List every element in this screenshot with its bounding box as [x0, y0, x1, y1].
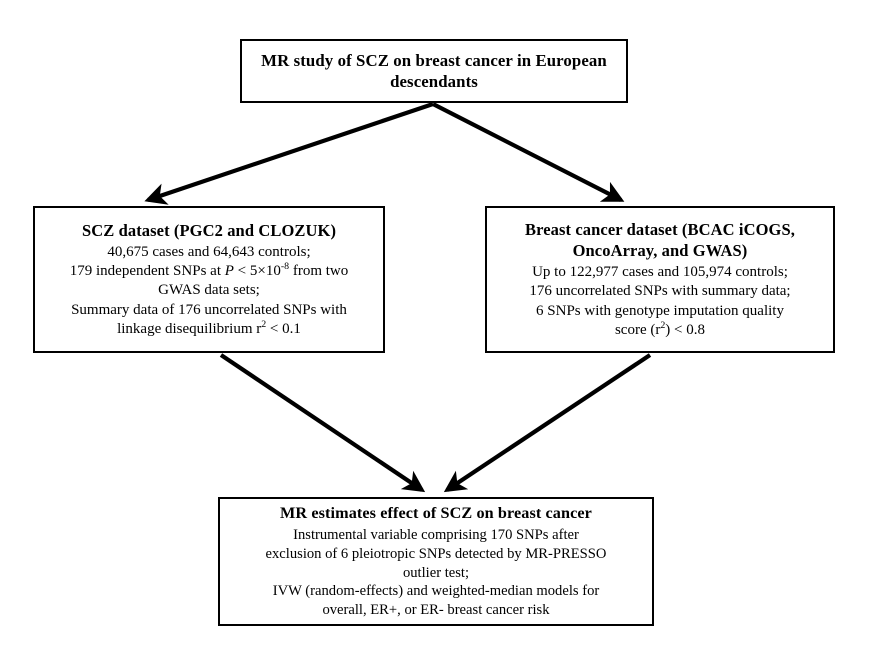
node-left-line-2-a: 179 independent SNPs at — [69, 263, 225, 280]
edge-top-to-left — [144, 102, 434, 205]
node-left-line-5-a: linkage disequilibrium r — [117, 320, 262, 337]
node-scz-dataset: SCZ dataset (PGC2 and CLOZUK) 40,675 cas… — [33, 206, 385, 353]
node-right-title-line-2: OncoArray, and GWAS) — [572, 241, 748, 261]
node-right-line-4-superscript: 2 — [660, 319, 666, 331]
node-top-title-line-2: European descendants — [390, 50, 607, 92]
node-left-line-1: 40,675 cases and 64,643 controls; — [107, 244, 311, 261]
node-left-line-2-superscript: -8 — [280, 261, 290, 273]
node-left-title: SCZ dataset (PGC2 and CLOZUK) — [81, 220, 337, 240]
node-bottom-body: Instrumental variable comprising 170 SNP… — [259, 526, 614, 619]
node-left-line-2: 179 independent SNPs at P < 5×10-8 from … — [70, 262, 349, 281]
edge-left-to-bottom — [219, 353, 426, 493]
node-left-line-5-superscript: 2 — [261, 318, 267, 330]
node-mr-study-overview: MR study of SCZ on breast cancer in Euro… — [240, 39, 628, 103]
edge-top-to-right — [432, 102, 625, 202]
node-right-line-4-b: ) < 0.8 — [665, 321, 706, 338]
node-left-line-3: GWAS data sets; — [158, 282, 260, 299]
node-left-line-5: linkage disequilibrium r2 < 0.1 — [70, 318, 349, 339]
node-mr-estimates: MR estimates effect of SCZ on breast can… — [218, 497, 654, 626]
node-right-body: Up to 122,977 cases and 105,974 controls… — [522, 263, 797, 340]
node-bottom-line-4: IVW (random-effects) and weighted-median… — [272, 583, 600, 600]
node-left-line-4: Summary data of 176 uncorrelated SNPs wi… — [71, 301, 347, 318]
node-left-line-2-italic: P — [224, 263, 234, 280]
node-left-body: 40,675 cases and 64,643 controls; 179 in… — [63, 243, 356, 339]
node-right-title: Breast cancer dataset (BCAC iCOGS, OncoA… — [487, 219, 833, 261]
edge-right-to-bottom — [443, 353, 652, 493]
node-left-line-5-b: < 0.1 — [266, 320, 301, 337]
node-left-line-2-b: < 5×10 — [233, 263, 281, 280]
node-breast-cancer-dataset: Breast cancer dataset (BCAC iCOGS, OncoA… — [485, 206, 835, 353]
node-right-line-4: score (r2) < 0.8 — [529, 319, 790, 340]
node-bottom-line-2: exclusion of 6 pleiotropic SNPs detected… — [265, 545, 607, 562]
node-bottom-line-3: outlier test; — [402, 564, 470, 581]
node-right-line-3: 6 SNPs with genotype imputation quality — [536, 302, 784, 319]
node-top-title: MR study of SCZ on breast cancer in Euro… — [242, 50, 626, 93]
node-right-title-line-1: Breast cancer dataset (BCAC iCOGS, — [525, 220, 795, 240]
node-left-line-2-c: from two — [289, 263, 349, 280]
node-top-title-line-1: MR study of SCZ on breast cancer in — [261, 50, 532, 70]
node-right-line-4-a: score (r — [614, 321, 661, 338]
node-right-line-1: Up to 122,977 cases and 105,974 controls… — [532, 264, 788, 281]
node-bottom-line-5: overall, ER+, or ER- breast cancer risk — [322, 601, 550, 618]
node-bottom-title: MR estimates effect of SCZ on breast can… — [280, 504, 592, 523]
node-bottom-line-1: Instrumental variable comprising 170 SNP… — [293, 527, 579, 544]
node-right-line-2: 176 uncorrelated SNPs with summary data; — [529, 283, 791, 300]
